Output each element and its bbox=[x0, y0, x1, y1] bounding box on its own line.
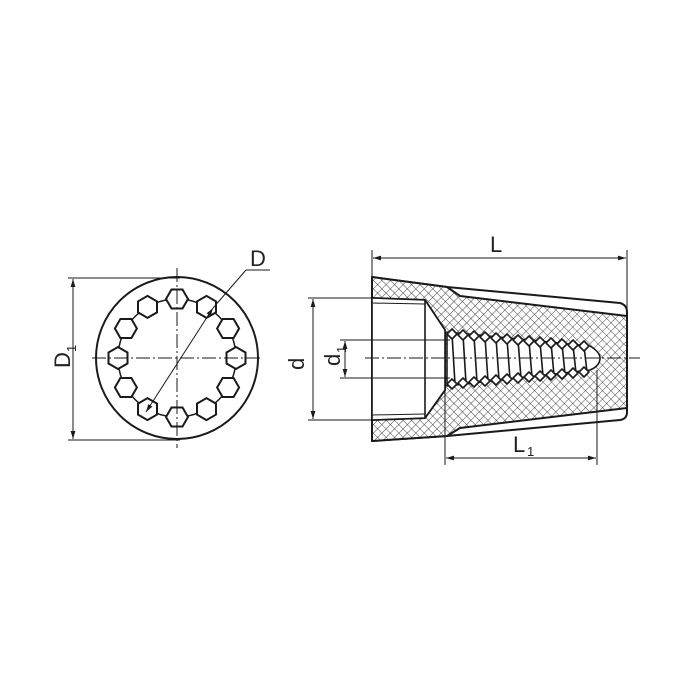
thread-crest bbox=[545, 369, 557, 381]
thread-crest bbox=[490, 374, 502, 386]
thread-coil bbox=[517, 339, 522, 379]
section-view bbox=[371, 276, 628, 442]
thread-crest bbox=[457, 377, 469, 389]
label-d: d bbox=[284, 358, 309, 370]
end-view bbox=[68, 268, 270, 448]
thread-crest bbox=[490, 332, 502, 344]
thread-coil bbox=[462, 334, 467, 384]
label-L: L bbox=[490, 232, 502, 257]
thread-crest bbox=[567, 339, 579, 351]
thread-crest bbox=[578, 366, 590, 378]
label-L1-main: L bbox=[513, 432, 525, 457]
thread-crest bbox=[578, 340, 590, 352]
label-L1-sub: 1 bbox=[527, 444, 534, 459]
dimension-D bbox=[145, 307, 214, 413]
contact-bump bbox=[113, 318, 139, 339]
label-D1: D 1 bbox=[50, 345, 79, 368]
thread-crest bbox=[512, 372, 524, 384]
contact-ring bbox=[107, 288, 247, 428]
contact-bump bbox=[137, 294, 158, 320]
thread-crest bbox=[501, 373, 513, 385]
thread-coil bbox=[528, 340, 533, 378]
cavity bbox=[371, 297, 446, 421]
contact-bump bbox=[215, 318, 241, 339]
thread-crest bbox=[534, 336, 546, 348]
thread-spring bbox=[446, 328, 601, 390]
label-d1-main: d bbox=[320, 354, 345, 366]
thread-crest bbox=[446, 378, 458, 390]
thread-crest bbox=[567, 367, 579, 379]
thread-coil bbox=[473, 335, 478, 383]
thread-coil bbox=[495, 337, 500, 381]
thread-crest bbox=[468, 330, 480, 342]
thread-crest bbox=[545, 337, 557, 349]
thread-coil bbox=[451, 333, 456, 385]
contact-bump bbox=[196, 396, 217, 422]
thread-crest bbox=[457, 329, 469, 341]
thread-crest bbox=[479, 375, 491, 387]
contact-bump bbox=[215, 377, 241, 398]
thread-crest bbox=[479, 331, 491, 343]
label-d1-sub: 1 bbox=[334, 346, 349, 353]
thread-crest bbox=[534, 370, 546, 382]
label-D1-sub: 1 bbox=[64, 345, 79, 352]
section-dimensions bbox=[308, 250, 640, 465]
label-d1: d 1 bbox=[320, 346, 349, 366]
thread-crest bbox=[523, 371, 535, 383]
thread-crest bbox=[501, 333, 513, 345]
thread-crest bbox=[556, 338, 568, 350]
thread-crest bbox=[446, 328, 458, 340]
thread-coil bbox=[506, 338, 511, 380]
contact-bump bbox=[113, 377, 139, 398]
thread-coil bbox=[484, 336, 489, 382]
contact-bump bbox=[196, 294, 217, 320]
thread-crest bbox=[556, 368, 568, 380]
thread-crest bbox=[512, 334, 524, 346]
thread-crest bbox=[523, 335, 535, 347]
label-D: D bbox=[250, 246, 266, 271]
thread-crest bbox=[468, 376, 480, 388]
label-D1-main: D bbox=[50, 352, 75, 368]
label-L1: L 1 bbox=[513, 432, 534, 459]
thread-coil bbox=[539, 341, 544, 377]
